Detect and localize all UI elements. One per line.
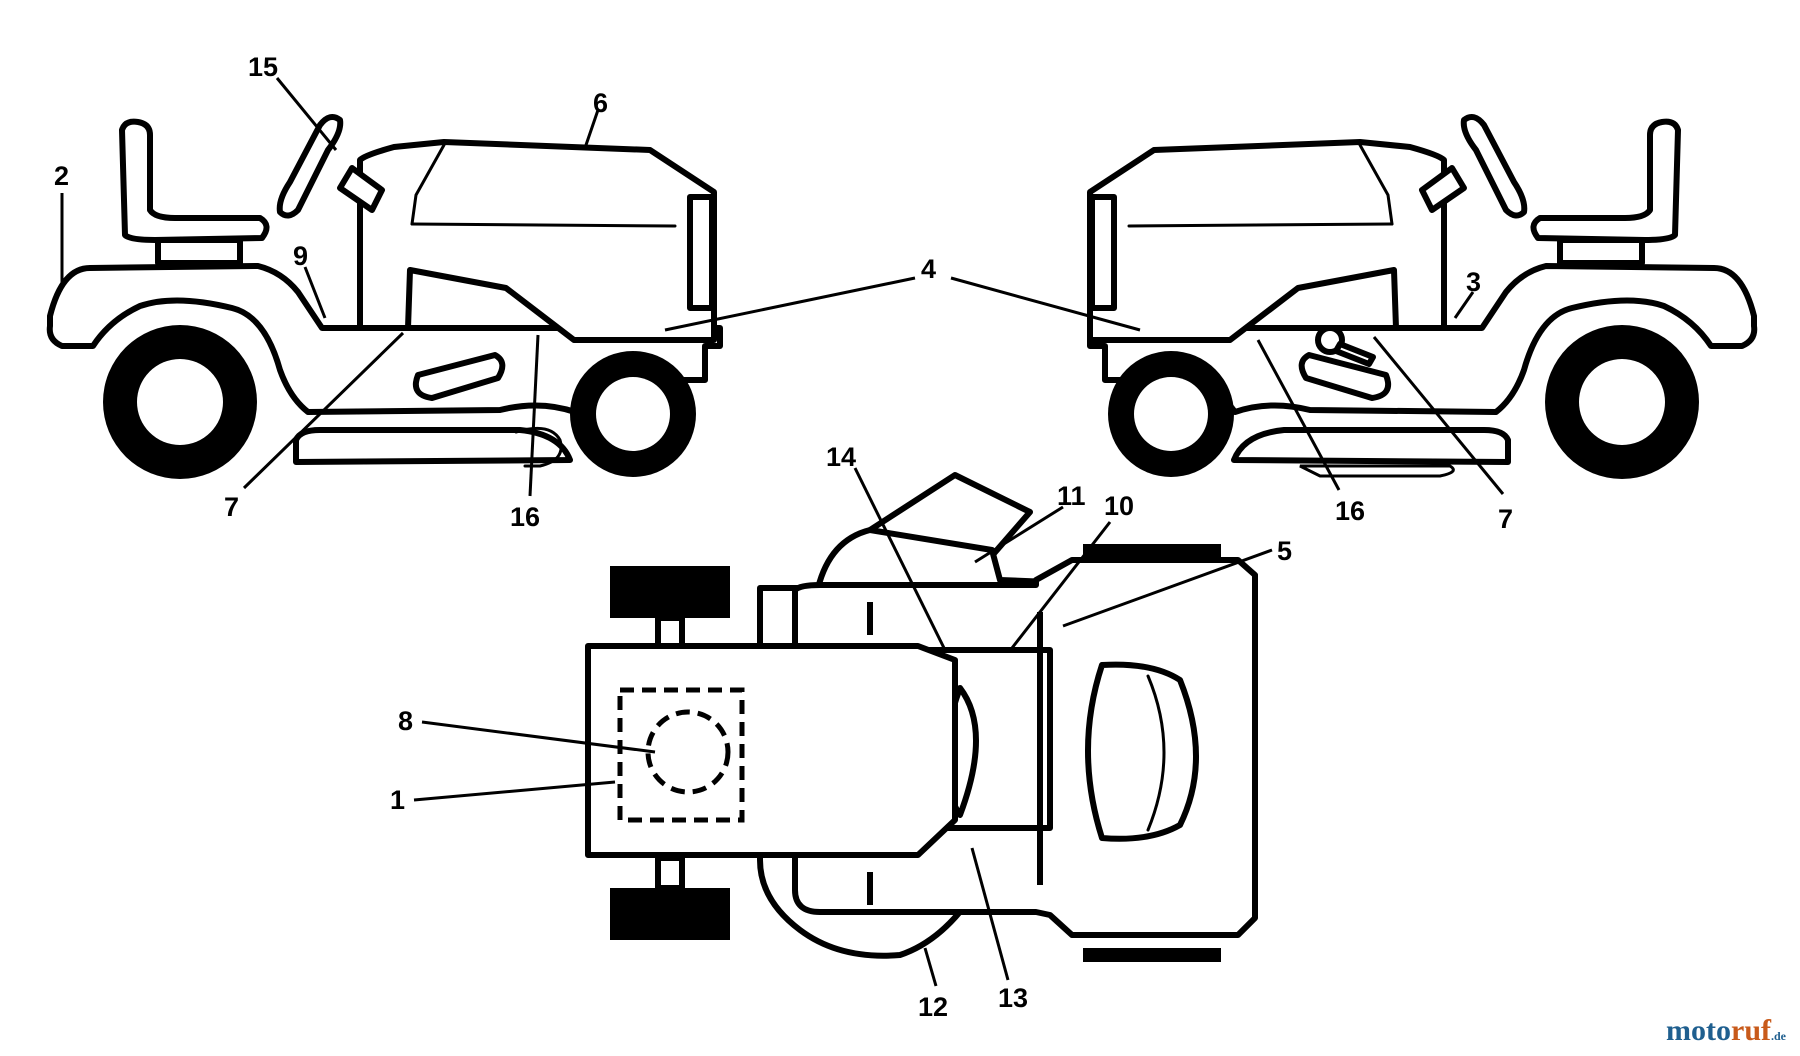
callout-5: 5 xyxy=(1277,536,1292,566)
leader-5 xyxy=(1062,548,1273,628)
callout-10: 10 xyxy=(1104,491,1134,521)
callout-7-left: 7 xyxy=(224,492,239,522)
left-mower-deck xyxy=(293,427,573,465)
callout-3: 3 xyxy=(1466,267,1481,297)
callout-8: 8 xyxy=(398,706,413,736)
top-front-right-wheel xyxy=(610,888,730,940)
callout-4: 4 xyxy=(921,254,936,284)
left-pedal xyxy=(412,352,506,401)
callout-16-right: 16 xyxy=(1335,496,1365,526)
callout-7-right: 7 xyxy=(1498,504,1513,534)
callout-15: 15 xyxy=(248,52,278,82)
left-rear-hub xyxy=(137,359,223,445)
callout-16-left: 16 xyxy=(510,502,540,532)
left-front-hub xyxy=(596,377,670,451)
top-engine-circle xyxy=(645,709,731,795)
right-steering-wheel xyxy=(1460,113,1528,219)
callout-6: 6 xyxy=(593,88,608,118)
leader-4-left xyxy=(664,276,916,332)
leader-13 xyxy=(970,847,1010,981)
left-side-view-tractor xyxy=(46,77,723,497)
top-engine-box xyxy=(617,687,745,823)
left-frame xyxy=(46,263,723,415)
right-seat-back xyxy=(1530,118,1681,243)
watermark-part1: moto xyxy=(1666,1014,1731,1047)
leader-6 xyxy=(584,109,600,146)
leader-11 xyxy=(974,505,1064,564)
right-frame xyxy=(1087,263,1758,415)
left-hood-crease xyxy=(410,143,446,226)
right-deck-chute xyxy=(1299,464,1455,478)
leader-12 xyxy=(923,947,938,987)
callout-13: 13 xyxy=(998,983,1028,1013)
right-mower-deck xyxy=(1231,427,1511,465)
left-hood-line xyxy=(410,222,677,228)
leader-16-left xyxy=(528,334,540,497)
right-grille-panel xyxy=(1089,194,1117,311)
top-view-tractor xyxy=(413,467,1273,987)
leader-8 xyxy=(421,720,656,754)
leader-1 xyxy=(413,780,616,802)
right-hood-line xyxy=(1127,222,1394,228)
left-steering-wheel xyxy=(276,113,344,219)
top-front-left-wheel xyxy=(610,566,730,618)
right-hood-crease xyxy=(1358,143,1394,226)
right-hood xyxy=(1087,139,1447,343)
watermark-logo: motoruf.de xyxy=(1666,1014,1786,1048)
leader-7-right xyxy=(1372,336,1505,495)
callout-1: 1 xyxy=(390,785,405,815)
callout-2: 2 xyxy=(54,161,69,191)
callout-12: 12 xyxy=(918,992,948,1022)
leader-16-right xyxy=(1256,339,1341,491)
right-steering-column xyxy=(1419,165,1467,213)
left-seat-base xyxy=(155,237,243,266)
left-grille-panel xyxy=(687,194,715,311)
right-seat-base xyxy=(1557,237,1645,266)
right-lever xyxy=(1333,341,1376,367)
right-pedal xyxy=(1298,352,1392,401)
right-side-view-tractor xyxy=(1087,113,1758,495)
leader-3 xyxy=(1453,291,1475,319)
leader-7-left xyxy=(242,331,405,490)
leader-15-left xyxy=(275,77,338,151)
leader-4-right xyxy=(950,276,1141,332)
leader-10 xyxy=(1010,521,1112,649)
right-rear-hub xyxy=(1579,359,1665,445)
left-steering-column xyxy=(337,165,385,213)
right-front-hub xyxy=(1134,377,1208,451)
top-rear-right-wheel xyxy=(1083,948,1221,962)
callout-labels: 1 2 3 4 5 6 7 7 8 9 10 11 12 13 14 15 16… xyxy=(54,52,1513,1022)
watermark-part2: ruf xyxy=(1731,1014,1771,1047)
left-seat-back xyxy=(119,118,270,243)
top-rear-left-wheel xyxy=(1083,544,1221,558)
leader-9 xyxy=(303,266,327,319)
top-hood xyxy=(585,643,958,858)
leader-14 xyxy=(853,467,947,651)
top-seat xyxy=(1085,661,1199,842)
top-front-axle-lower xyxy=(655,855,685,891)
left-hood xyxy=(357,139,717,343)
top-seat-cushion xyxy=(1146,674,1166,832)
callout-14: 14 xyxy=(826,442,856,472)
callout-9: 9 xyxy=(293,241,308,271)
callout-11: 11 xyxy=(1057,481,1086,511)
watermark-tld: .de xyxy=(1771,1029,1786,1043)
